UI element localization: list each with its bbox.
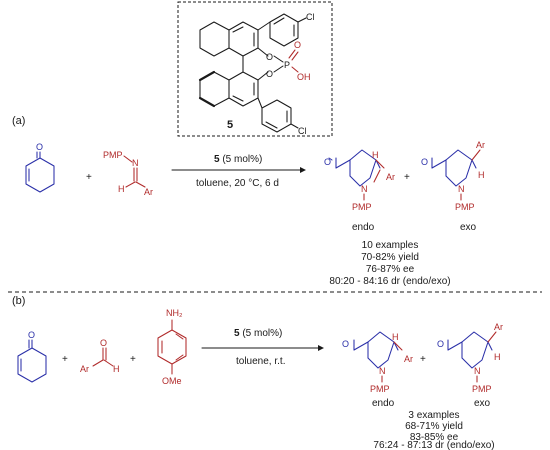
catalyst-dashed-box — [177, 1, 333, 137]
svg-text:5 (5 mol%): 5 (5 mol%) — [214, 154, 262, 165]
exo-b-nitrogen: N — [474, 366, 481, 376]
aniline-ome: OMe — [162, 376, 182, 386]
imine-h: H — [118, 184, 125, 194]
catalyst-oh: OH — [297, 72, 311, 82]
panel-b-summary: 3 examples 68-71% yield 83-85% ee 76:24 … — [373, 410, 494, 450]
panel-a-imine: PMP N H Ar — [103, 150, 153, 197]
panel-b-endo-label: endo — [372, 398, 395, 409]
panel-a-exo-label: exo — [460, 222, 477, 233]
panel-b-summary-line: 3 examples — [408, 410, 459, 421]
aldehyde-ar: Ar — [80, 364, 89, 374]
svg-text:5 (5 mol%): 5 (5 mol%) — [234, 328, 282, 339]
imine-ar: Ar — [144, 187, 153, 197]
panel-b-summary-line: 68-71% yield — [405, 421, 463, 432]
panel-b-catalyst-number: 5 — [234, 328, 240, 339]
exo-a-ar: Ar — [476, 140, 485, 150]
endo-a-nitrogen: N — [361, 184, 368, 194]
panel-a-cyclohexenone: O — [25, 142, 55, 193]
endo-a-h: H — [372, 150, 379, 160]
panel-b-summary-line: 83-85% ee — [410, 432, 459, 443]
catalyst-o-lower: O — [266, 69, 273, 79]
endo-b-pmp: PMP — [370, 384, 390, 394]
panel-b-exo-product: O Ar H N PMP — [437, 322, 503, 394]
exo-a-pmp: PMP — [455, 202, 475, 212]
panel-a-arrow: 5 (5 mol%) toluene, 20 °C, 6 d — [171, 154, 306, 189]
exo-b-ar: Ar — [494, 322, 503, 332]
endo-b-nitrogen: N — [379, 366, 386, 376]
catalyst-o-upper: O — [266, 52, 273, 62]
panel-b-arrow: 5 (5 mol%) toluene, r.t. — [201, 328, 324, 367]
panel-b-exo-label: exo — [474, 398, 491, 409]
enone-b-oxygen: O — [28, 330, 35, 340]
exo-a-oxygen: O — [421, 157, 428, 167]
catalyst-number: 5 — [227, 119, 233, 131]
endo-b-ar: Ar — [404, 354, 413, 364]
enone-oxygen: O — [36, 142, 43, 152]
panel-b-label: (b) — [12, 295, 25, 307]
panel-a-endo-product: O H Ar N PMP — [324, 149, 395, 212]
aniline-nh2: NH₂ — [166, 308, 183, 318]
exo-b-pmp: PMP — [472, 384, 492, 394]
catalyst-structure: O O P O OH Cl Cl 5 — [177, 1, 333, 137]
catalyst-cl-upper: Cl — [306, 12, 315, 22]
endo-a-pmp: PMP — [352, 202, 372, 212]
aldehyde-oxygen: O — [100, 338, 107, 348]
catalyst-oxo: O — [294, 40, 301, 50]
panel-a-exo-product: O Ar H N PMP — [421, 140, 485, 212]
imine-pmp: PMP — [103, 150, 123, 160]
panel-a-endo-label: endo — [352, 222, 375, 233]
panel-a-summary-line: 76-87% ee — [366, 264, 415, 275]
exo-b-oxygen: O — [437, 339, 444, 349]
panel-b-cyclohexenone: O — [17, 330, 47, 383]
panel-b-aldehyde: Ar O H — [80, 338, 120, 374]
panel-a-summary-line: 70-82% yield — [361, 252, 419, 263]
panel-a-conditions-top: (5 mol%) — [220, 154, 263, 165]
endo-a-ar: Ar — [386, 172, 395, 182]
panel-a-plus-1: + — [86, 172, 92, 183]
panel-b-plus-3: + — [420, 354, 426, 365]
panel-a-summary-line: 80:20 - 84:16 dr (endo/exo) — [329, 276, 450, 287]
panel-b-plus-2: + — [130, 354, 136, 365]
panel-a-conditions-bottom: toluene, 20 °C, 6 d — [196, 178, 279, 189]
catalyst-cl-lower: Cl — [298, 126, 307, 136]
aldehyde-h: H — [113, 364, 120, 374]
panel-b-conditions-bottom: toluene, r.t. — [236, 356, 285, 367]
panel-a-catalyst-number: 5 — [214, 154, 220, 165]
panel-a-summary-line: 10 examples — [362, 240, 419, 251]
exo-b-h: H — [494, 352, 501, 362]
imine-nitrogen: N — [132, 158, 139, 168]
exo-a-h: H — [478, 170, 485, 180]
panel-a-label: (a) — [12, 115, 25, 127]
endo-a-oxygen: O — [324, 157, 331, 167]
panel-b-plus-1: + — [62, 354, 68, 365]
panel-b-endo-product: O H Ar N PMP — [342, 331, 413, 394]
endo-b-oxygen: O — [342, 339, 349, 349]
panel-b-anisidine: NH₂ OMe — [157, 308, 187, 386]
exo-a-nitrogen: N — [458, 184, 465, 194]
panel-b-summary-line: 76:24 - 87:13 dr (endo/exo) — [373, 440, 494, 450]
panel-b-conditions-top: (5 mol%) — [240, 328, 283, 339]
panel-a-plus-2: + — [404, 172, 410, 183]
endo-b-h: H — [392, 332, 399, 342]
panel-a-summary: 10 examples 70-82% yield 76-87% ee 80:20… — [329, 240, 450, 287]
catalyst-p-atom: P — [284, 60, 290, 70]
